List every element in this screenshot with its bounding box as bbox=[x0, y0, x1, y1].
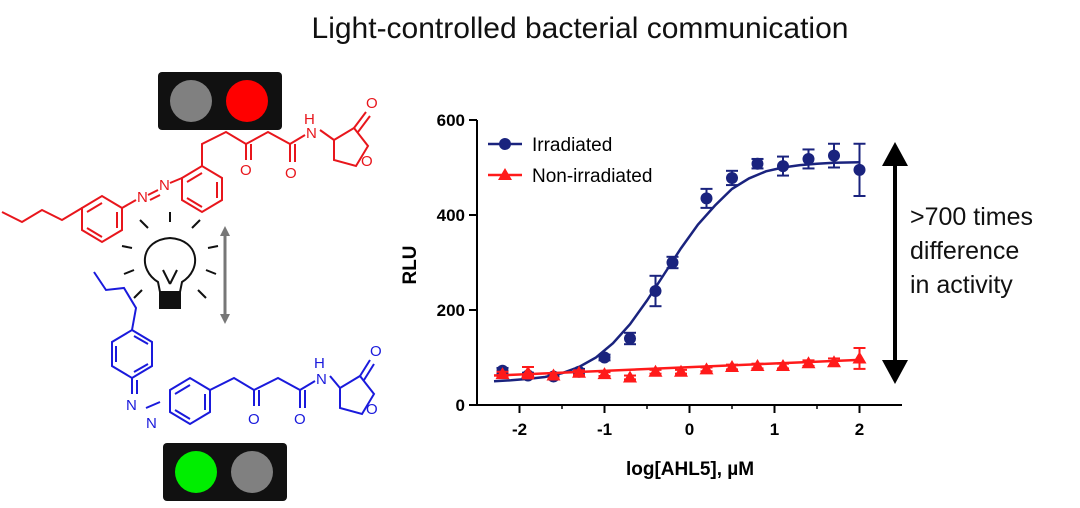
atom-label: O bbox=[248, 411, 260, 428]
molecule-structures: N N O O N H O O bbox=[1, 95, 382, 432]
legend-label: Non-irradiated bbox=[532, 166, 652, 187]
difference-annotation: >700 times difference in activity bbox=[910, 200, 1033, 302]
x-tick-label: 1 bbox=[770, 420, 779, 439]
data-point bbox=[801, 356, 816, 369]
data-point bbox=[700, 192, 713, 205]
y-axis-label: RLU bbox=[400, 245, 421, 284]
data-point bbox=[751, 157, 764, 170]
atom-label: O bbox=[361, 153, 373, 170]
legend-label: Irradiated bbox=[532, 135, 612, 156]
cis-molecule bbox=[93, 271, 376, 426]
data-point bbox=[598, 351, 611, 364]
atom-label: N bbox=[316, 371, 327, 388]
trans-molecule bbox=[1, 111, 371, 244]
legend-marker bbox=[498, 168, 512, 180]
data-point bbox=[546, 368, 561, 381]
data-point bbox=[750, 359, 765, 372]
y-tick-label: 600 bbox=[437, 111, 465, 130]
atom-label: O bbox=[285, 165, 297, 182]
data-point bbox=[495, 367, 510, 380]
data-point bbox=[648, 364, 663, 377]
y-tick-label: 400 bbox=[437, 206, 465, 225]
atom-label: N bbox=[137, 189, 148, 206]
lamp-off-icon bbox=[170, 80, 212, 122]
atom-label: H bbox=[304, 111, 315, 128]
lamp-red-icon bbox=[226, 80, 268, 122]
x-axis-label: log[AHL5], µM bbox=[626, 459, 754, 480]
atom-label: O bbox=[366, 401, 378, 418]
page-title: Light-controlled bacterial communication bbox=[311, 12, 849, 45]
data-point bbox=[726, 171, 738, 184]
data-point bbox=[852, 351, 867, 364]
data-point bbox=[777, 160, 789, 173]
x-tick-label: -2 bbox=[512, 420, 527, 439]
lamp-green-icon bbox=[175, 451, 217, 493]
data-point bbox=[674, 364, 688, 377]
atom-label: O bbox=[294, 411, 306, 428]
data-point bbox=[827, 355, 841, 368]
isomerization-arrow-icon bbox=[220, 226, 230, 324]
chart-axes: 0 200 400 600 -2 -1 0 1 2 bbox=[437, 111, 902, 439]
data-point bbox=[572, 365, 586, 378]
annotation-line: >700 times bbox=[910, 203, 1033, 231]
atom-label: N bbox=[146, 415, 157, 432]
data-point bbox=[666, 256, 679, 269]
atom-label: O bbox=[370, 343, 382, 360]
data-point bbox=[623, 370, 637, 383]
x-tick-label: 2 bbox=[855, 420, 864, 439]
data-point bbox=[853, 163, 866, 176]
atom-label: N bbox=[159, 177, 170, 194]
data-point bbox=[699, 362, 714, 375]
annotation-line: difference bbox=[910, 237, 1020, 265]
data-point bbox=[597, 367, 612, 380]
data-point bbox=[521, 365, 535, 378]
y-tick-label: 0 bbox=[456, 396, 465, 415]
legend-marker bbox=[499, 138, 511, 150]
lamp-off-icon bbox=[231, 451, 273, 493]
traffic-light-top bbox=[158, 72, 282, 130]
annotation-line: in activity bbox=[910, 271, 1013, 299]
y-tick-label: 200 bbox=[437, 301, 465, 320]
data-point bbox=[776, 359, 790, 372]
atom-label: N bbox=[126, 397, 137, 414]
data-point bbox=[624, 332, 636, 345]
difference-double-arrow-icon bbox=[882, 142, 908, 384]
atom-label: N bbox=[306, 125, 317, 142]
data-point bbox=[649, 285, 662, 297]
data-point bbox=[725, 360, 739, 372]
dose-response-chart: 0 200 400 600 -2 -1 0 1 2 IrradiatedNon-irradiat… bbox=[400, 111, 902, 480]
x-tick-label: -1 bbox=[597, 420, 612, 439]
atom-label: O bbox=[240, 162, 252, 179]
data-point bbox=[828, 149, 840, 162]
x-tick-label: 0 bbox=[685, 420, 694, 439]
atom-label: O bbox=[366, 95, 378, 112]
fit-curve bbox=[493, 161, 860, 383]
light-bulb-icon bbox=[121, 212, 219, 309]
traffic-light-bottom bbox=[163, 443, 287, 501]
atom-label: H bbox=[314, 355, 325, 372]
data-point bbox=[802, 152, 815, 165]
